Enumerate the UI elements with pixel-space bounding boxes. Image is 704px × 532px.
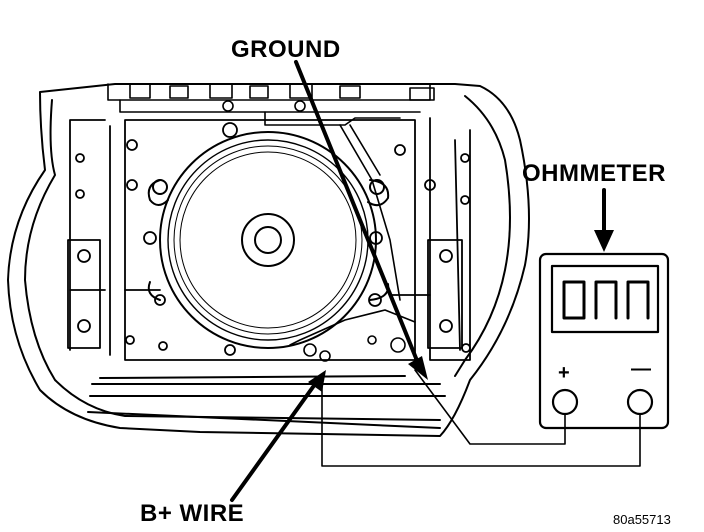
speaker-cone — [147, 131, 390, 349]
ohmmeter-body — [538, 252, 670, 430]
meter-minus-terminal-label: — — [631, 358, 651, 380]
ohmmeter-display-digits — [562, 280, 650, 320]
b-plus-wire-callout-label: B+ WIRE — [140, 500, 245, 527]
test-leads — [321, 369, 641, 467]
top-bracket — [107, 83, 435, 126]
terminal-area — [289, 124, 416, 362]
meter-plus-terminal-label: + — [558, 362, 570, 384]
ground-callout-label: GROUND — [231, 36, 341, 63]
figure-id-label: 80a55713 — [613, 512, 671, 527]
ohmmeter-callout-label: OHMMETER — [522, 160, 666, 187]
speaker-housing — [7, 83, 530, 437]
speaker-frame — [67, 117, 471, 361]
